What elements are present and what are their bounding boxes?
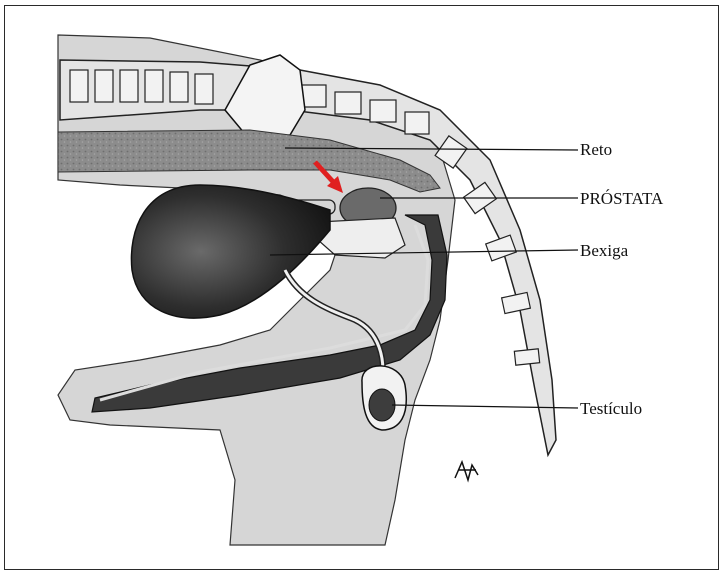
artist-signature — [455, 462, 478, 480]
label-prostata: PRÓSTATA — [580, 190, 663, 207]
bladder — [131, 185, 330, 318]
label-testiculo: Testículo — [580, 400, 642, 417]
label-reto: Reto — [580, 141, 612, 158]
pubis — [318, 218, 405, 258]
label-bexiga: Bexiga — [580, 242, 628, 259]
testicle — [369, 389, 395, 421]
